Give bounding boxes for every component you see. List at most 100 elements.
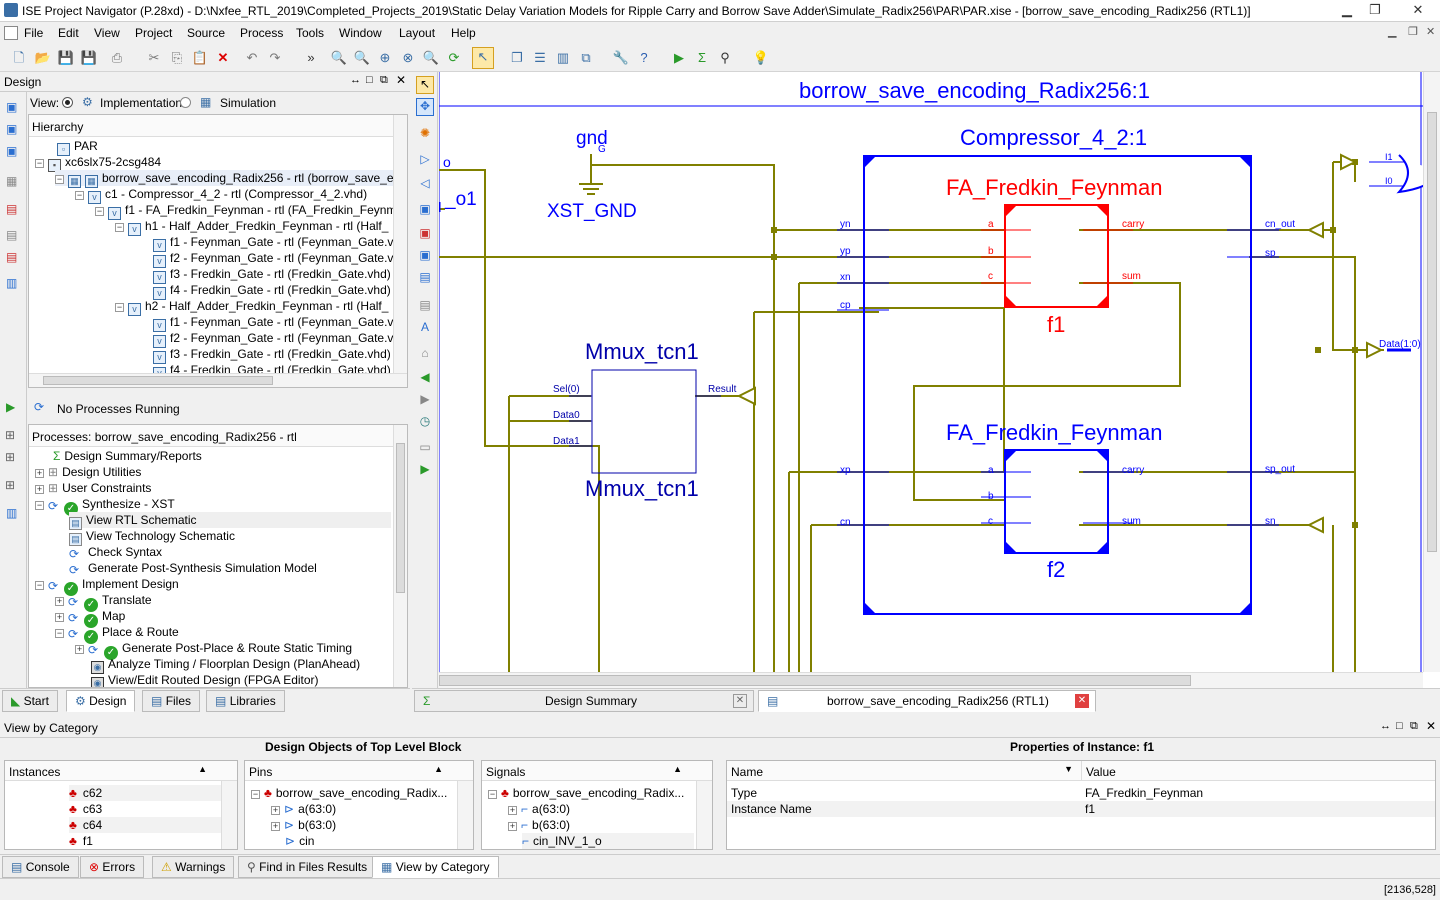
tab-errors[interactable]: ⊗ Errors [80,856,145,878]
net-icon[interactable]: ✺ [419,126,431,140]
zoom-selected-icon[interactable]: 🔍 [422,50,440,65]
tile-v-icon[interactable]: ▥ [556,50,570,65]
pin-row[interactable]: ⊳cin [285,834,315,848]
redo-icon[interactable]: ↷ [269,50,281,65]
props-value-header[interactable]: Value [1081,761,1435,781]
export-icon[interactable]: ▶ [420,462,430,476]
delete-icon[interactable]: ✕ [217,50,229,65]
mdi-close-icon[interactable]: ✕ [1426,26,1436,38]
tab-design[interactable]: ⚙ Design [66,690,136,712]
process-item[interactable]: ◉View/Edit Routed Design (FPGA Editor) [91,672,319,687]
copy-icon[interactable]: ⎘ [171,50,183,65]
lock-icon[interactable]: ⌂ [421,346,429,360]
lightbulb-icon[interactable]: 💡 [752,50,770,65]
instance-row[interactable]: ♣c64 [69,817,221,833]
tree-icon-2[interactable]: ⊞ [5,450,16,464]
tab-view-by-category[interactable]: ▦ View by Category [372,856,499,878]
process-item[interactable]: ⟳Generate Post-Synthesis Simulation Mode… [69,561,317,577]
process-item[interactable]: +⟳✓Generate Post-Place & Route Static Ti… [75,641,353,660]
tree-item[interactable]: ▫PAR [57,138,98,156]
sigma-icon[interactable]: Σ [697,50,707,65]
report-icon[interactable]: ▤ [6,250,18,264]
process-item[interactable]: +⊞User Constraints [35,481,152,495]
schematic-vscroll-thumb[interactable] [1427,112,1437,552]
process-item[interactable]: +⟳✓Map [55,609,126,628]
tab-warnings[interactable]: ⚠ Warnings [152,856,235,878]
port-in-icon[interactable]: ▷ [420,152,430,166]
undo-icon[interactable]: ↶ [246,50,258,65]
paste-icon[interactable]: 📋 [191,50,209,65]
history-icon[interactable]: ◷ [419,414,431,428]
tree-hscrollbar[interactable] [29,373,407,387]
instance-row[interactable]: ♣f1 [69,834,93,848]
select-tool-icon[interactable]: ↖ [472,47,494,69]
more-icon[interactable]: » [307,50,315,65]
process-item[interactable]: −⟳✓Place & Route [55,625,179,644]
bottom-close-icon[interactable]: ✕ [1426,719,1437,733]
process-vscrollbar[interactable] [393,425,407,687]
tree-item[interactable]: −▪xc6slx75-2csg484 [35,155,162,172]
schematic-hscroll-thumb[interactable] [439,675,1191,686]
pin-row[interactable]: +⊳b(63:0) [271,818,337,832]
props-name-header[interactable]: Name▼ [727,761,1081,781]
tab-files[interactable]: ▤ Files [142,690,201,712]
tree-vscrollbar[interactable] [393,115,407,373]
menu-file[interactable]: File [24,26,44,40]
close-tab-icon[interactable]: ✕ [733,694,747,708]
close-icon[interactable]: ✕ [1400,1,1436,19]
menu-project[interactable]: Project [135,26,173,40]
instance-row[interactable]: ♣c62 [69,785,221,801]
process-vscroll-thumb[interactable] [396,443,405,593]
prop-value[interactable]: FA_Fredkin_Feynman [1085,786,1204,800]
signal-row[interactable]: +⌐a(63:0) [508,802,571,816]
bottom-max-icon[interactable]: □ [1396,720,1403,732]
process-item[interactable]: ◉Analyze Timing / Floorplan Design (Plan… [91,656,360,674]
signal-row[interactable]: +⌐b(63:0) [508,818,571,832]
tree-hscroll-thumb[interactable] [43,376,273,385]
zoom-in-icon[interactable]: 🔍 [330,50,348,65]
panel-restore-icon[interactable]: ⧉ [380,74,388,86]
schematic-vscrollbar[interactable] [1423,72,1440,672]
symbol-icon[interactable]: ▣ [419,202,431,216]
mdi-restore-icon[interactable]: ❐ [1408,26,1418,38]
bottom-float-icon[interactable]: ↔ [1380,720,1391,732]
pin-row[interactable]: +⊳a(63:0) [271,802,337,816]
cascade-icon[interactable]: ❐ [511,50,523,65]
bottom-restore-icon[interactable]: ⧉ [1410,720,1418,732]
pins-scrollbar[interactable] [457,781,473,849]
signal-row[interactable]: ⌐cin_INV_1_o [522,833,694,849]
tree-icon-3[interactable]: ⊞ [5,478,16,492]
mirror-icon[interactable]: ▤ [419,298,431,312]
schematic-hscrollbar[interactable] [439,672,1423,688]
hier-icon[interactable]: ▦ [6,174,18,188]
table-icon[interactable]: ▥ [6,276,18,290]
print-icon[interactable]: ⎙ [111,50,123,65]
menu-source[interactable]: Source [187,26,226,40]
sim-radio[interactable] [180,97,191,108]
add-source-icon[interactable]: ▣ [6,100,18,114]
run-icon[interactable]: ▶ [674,50,684,65]
pins-header[interactable]: Pins▲ [245,761,473,781]
stack-icon[interactable]: ▤ [419,270,431,284]
instance-row[interactable]: ♣c63 [69,802,103,816]
text-icon[interactable]: A [420,320,429,334]
tab-console[interactable]: ▤ Console [2,856,79,878]
instances-header[interactable]: Instances▲ [5,761,237,781]
menu-view[interactable]: View [94,26,120,40]
process-item[interactable]: ▤View Technology Schematic [69,528,235,546]
panel-float-icon[interactable]: ↔ [350,74,361,86]
mdi-minimize-icon[interactable]: ▁ [1388,26,1397,38]
menu-help[interactable]: Help [451,26,476,40]
table-icon-2[interactable]: ▥ [6,506,18,520]
delete-symbol-icon[interactable]: ▣ [419,226,431,240]
menu-edit[interactable]: Edit [58,26,79,40]
wrench-icon[interactable]: 🔧 [612,50,630,65]
zoom-fit-icon[interactable]: ⊕ [379,50,391,65]
